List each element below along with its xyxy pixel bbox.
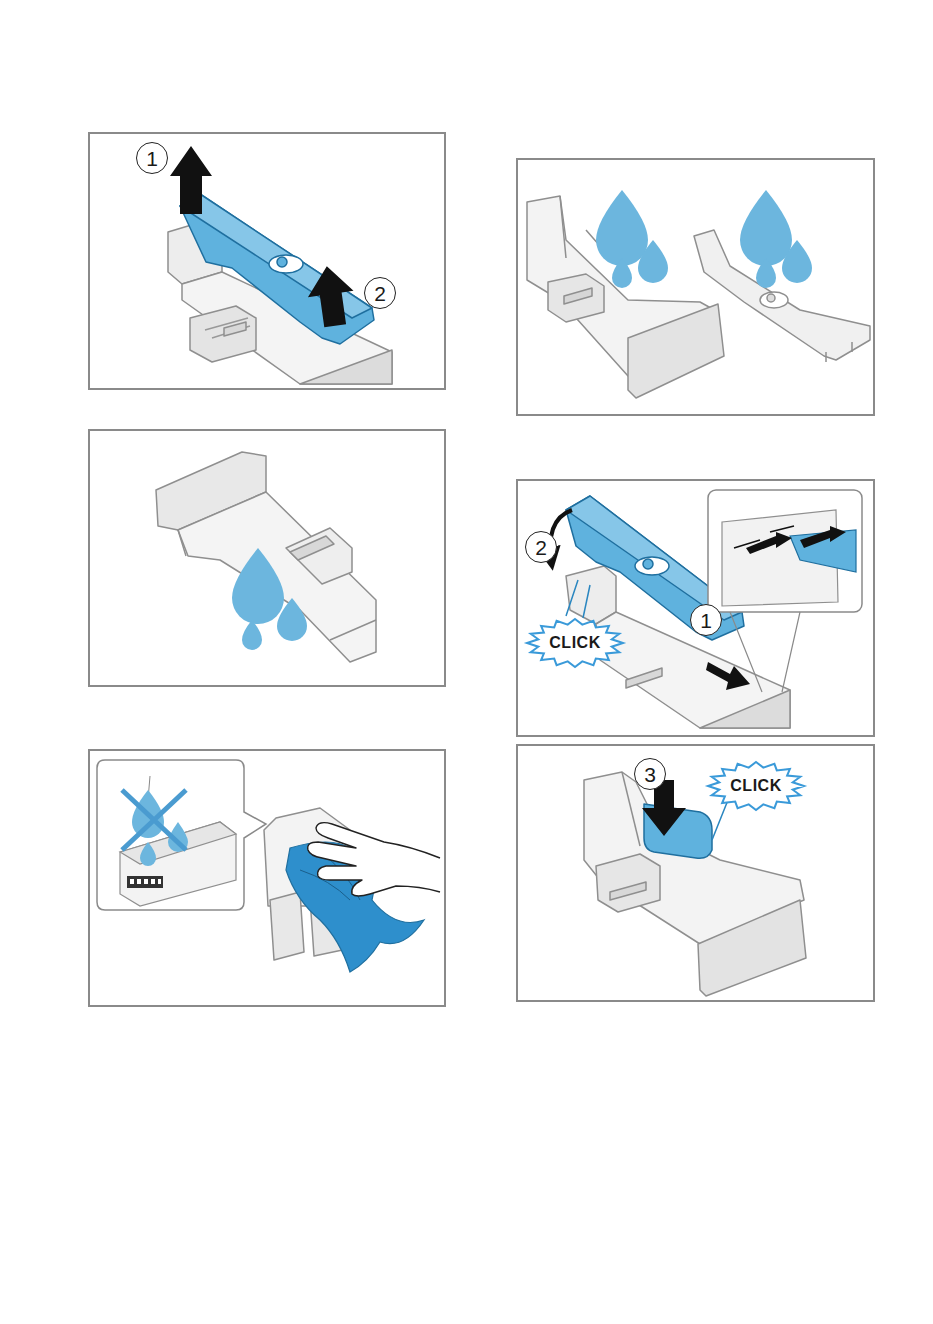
panel-frame xyxy=(89,133,445,389)
siphon-insert xyxy=(269,255,303,273)
detail-inset xyxy=(127,876,163,888)
water-drop xyxy=(232,548,284,624)
direction-arrow xyxy=(706,662,750,690)
callout-number: 3 xyxy=(634,758,666,790)
siphon-insert xyxy=(635,557,669,575)
siphon-insert xyxy=(826,342,852,362)
detergent-drawer xyxy=(564,288,592,304)
detail-inset xyxy=(708,490,862,692)
panel-frame xyxy=(89,133,874,1006)
water-drop xyxy=(756,258,776,288)
detail-inset xyxy=(708,490,862,612)
burst-outline xyxy=(527,619,623,667)
siphon-insert xyxy=(277,257,287,267)
leader-line xyxy=(712,800,728,840)
water-drop xyxy=(277,598,307,641)
water-drop xyxy=(638,240,668,283)
detail-inset xyxy=(151,879,155,884)
burst-outline xyxy=(708,762,804,810)
detail-inset xyxy=(730,612,800,692)
water-drop xyxy=(740,190,792,266)
detergent-drawer xyxy=(178,530,376,640)
panel-frame xyxy=(89,750,445,1006)
click-burst: CLICK xyxy=(527,619,623,667)
callout-number: 1 xyxy=(146,148,158,169)
detergent-drawer xyxy=(566,566,616,624)
detergent-drawer xyxy=(190,306,256,362)
detail-inset xyxy=(158,879,161,884)
leader-line xyxy=(712,800,728,840)
click-burst: CLICK xyxy=(708,762,804,810)
direction-arrow xyxy=(170,146,358,329)
detail-inset xyxy=(122,790,186,850)
water-drop xyxy=(596,190,648,266)
water-drop xyxy=(232,548,307,650)
siphon-insert xyxy=(760,292,788,308)
siphon-insert xyxy=(180,194,374,344)
callout-number: 1 xyxy=(690,604,722,636)
drawer-panel xyxy=(270,892,304,960)
detergent-drawer xyxy=(610,882,646,900)
panel-frame xyxy=(517,159,874,415)
detergent-drawer xyxy=(626,668,662,688)
detergent-drawer xyxy=(548,274,604,322)
click-label: CLICK xyxy=(549,635,600,651)
callout-number: 2 xyxy=(374,283,386,304)
water-drop xyxy=(596,190,812,288)
callout-number: 2 xyxy=(535,537,547,558)
callout-number: 1 xyxy=(136,142,168,174)
siphon-insert xyxy=(767,294,775,302)
detergent-drawer xyxy=(560,196,600,258)
detergent-drawer xyxy=(156,452,376,662)
panel-frame xyxy=(89,430,445,686)
detergent-drawer xyxy=(596,854,660,912)
siphon-insert xyxy=(180,194,374,344)
siphon-insert xyxy=(180,194,372,318)
detergent-drawer xyxy=(698,900,806,996)
detergent-drawer xyxy=(224,322,246,336)
detergent-drawer xyxy=(700,690,790,728)
water-drop xyxy=(782,240,812,283)
detail-inset xyxy=(144,879,148,884)
detail-inset xyxy=(97,760,266,910)
callout-number: 3 xyxy=(644,764,656,785)
water-drop xyxy=(242,620,262,650)
detail-inset xyxy=(130,879,134,884)
direction-arrow xyxy=(170,146,212,214)
detergent-drawer xyxy=(628,304,724,398)
panel-frame xyxy=(517,745,874,1001)
detail-inset xyxy=(800,526,846,548)
panel-frame xyxy=(517,480,874,736)
direction-arrow xyxy=(304,263,358,329)
leader-line xyxy=(566,580,578,616)
siphon-insert xyxy=(643,559,653,569)
leader-line xyxy=(566,580,590,618)
detergent-drawer xyxy=(290,536,334,560)
hand xyxy=(308,823,440,896)
detail-inset xyxy=(130,879,161,884)
detergent-drawer xyxy=(286,528,352,584)
hand xyxy=(308,823,440,896)
callout-number: 2 xyxy=(364,277,396,309)
click-label: CLICK xyxy=(730,778,781,794)
detergent-drawer xyxy=(300,350,392,384)
detail-inset xyxy=(140,842,156,866)
leader-line xyxy=(583,585,590,618)
callout-number: 2 xyxy=(525,531,557,563)
detail-inset xyxy=(97,760,266,910)
callout-number: 1 xyxy=(700,610,712,631)
detail-inset xyxy=(746,532,792,554)
water-drop xyxy=(612,258,632,288)
detergent-drawer xyxy=(205,318,250,338)
detail-inset xyxy=(137,879,141,884)
detergent-drawer xyxy=(178,492,376,662)
